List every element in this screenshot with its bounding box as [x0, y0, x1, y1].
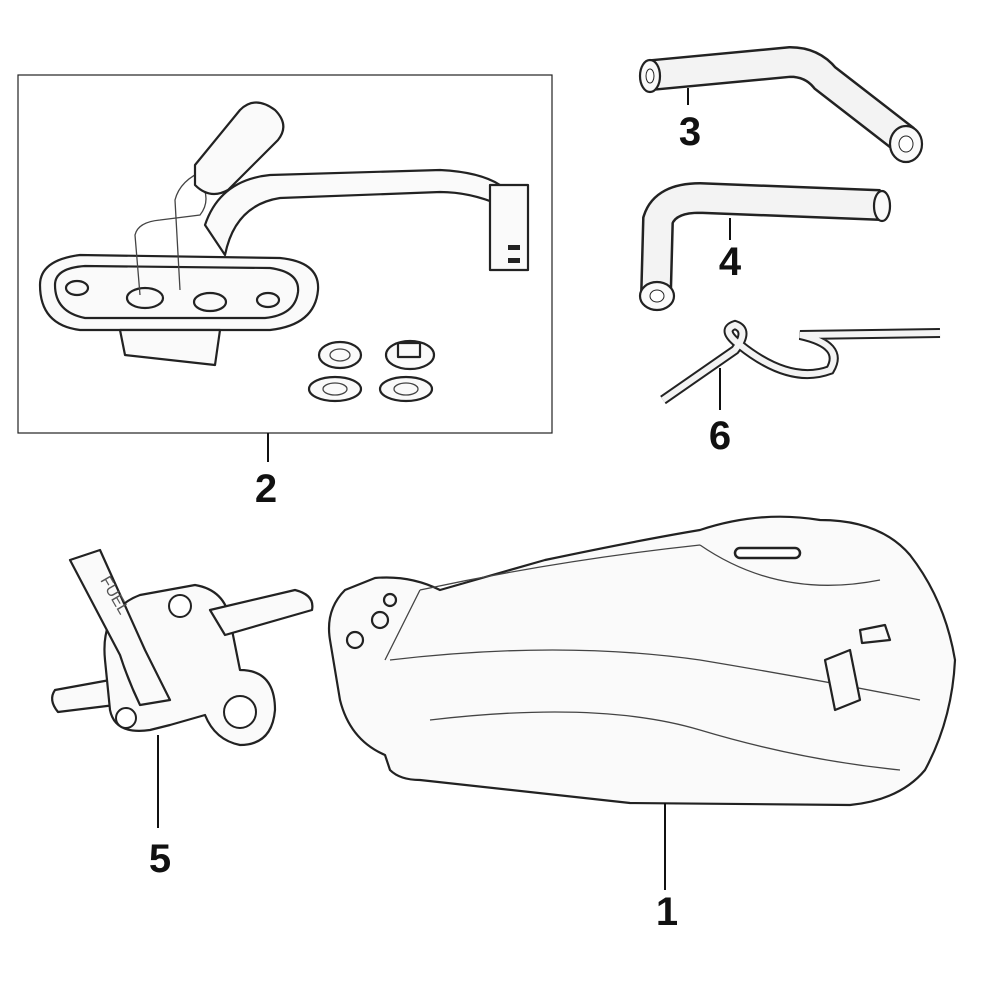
- part-1-fuel-tank[interactable]: [327, 515, 957, 807]
- callout-5: 5: [149, 837, 171, 881]
- callout-6: 6: [709, 414, 731, 458]
- callout-2: 2: [255, 467, 277, 511]
- part-2-fuel-sender[interactable]: [38, 101, 530, 403]
- part-5-fuel-valve[interactable]: FUEL: [51, 548, 314, 747]
- part-4-hose[interactable]: [638, 181, 892, 312]
- part-6-tube[interactable]: [660, 319, 941, 405]
- callout-1: 1: [656, 890, 678, 934]
- part-3-hose[interactable]: [638, 45, 924, 164]
- callout-4: 4: [719, 240, 742, 284]
- part-2-frame: [17, 74, 553, 434]
- callout-3: 3: [679, 110, 701, 154]
